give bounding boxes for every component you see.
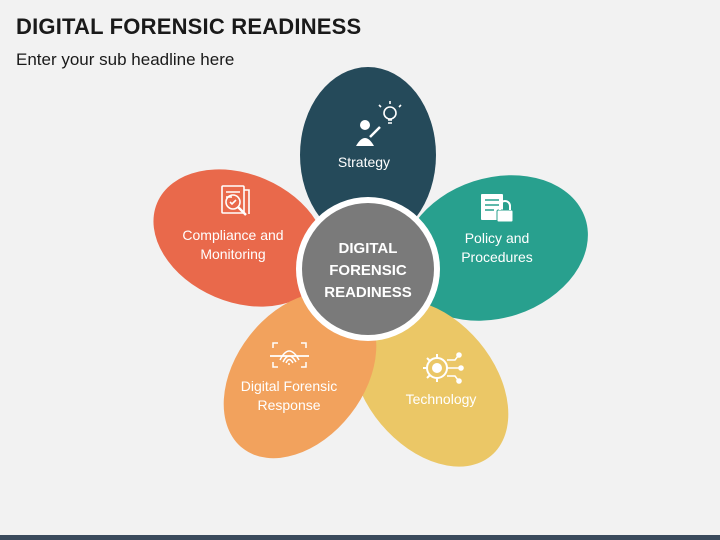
page-subtitle: Enter your sub headline here: [16, 50, 235, 69]
center-circle: [302, 203, 434, 335]
document-search-icon: [221, 185, 250, 216]
fingerprint-scan-icon: [270, 342, 309, 368]
page-title: DIGITAL FORENSIC READINESS: [16, 14, 362, 39]
center-label-line1: DIGITAL: [339, 240, 398, 257]
petal-strategy: [300, 67, 436, 243]
document-lock-icon: [481, 194, 514, 223]
petal-policy-shape: [402, 175, 588, 321]
petal-compliance-label-line2: Monitoring: [200, 246, 265, 262]
petal-strategy-label: Strategy: [338, 154, 390, 170]
gear-circuit-icon: [423, 352, 464, 384]
center-label-line2: FORENSIC: [329, 262, 407, 279]
center-label-line3: READINESS: [324, 284, 412, 301]
petal-technology-label: Technology: [406, 391, 477, 407]
petal-compliance-label-line1: Compliance and: [182, 227, 283, 243]
petal-strategy-shape: [300, 67, 436, 243]
petal-technology: [351, 299, 509, 467]
petal-policy-label-line1: Policy and: [465, 230, 530, 246]
petal-response-label-line2: Response: [257, 397, 320, 413]
petal-policy: [402, 175, 588, 321]
petal-response-label-line1: Digital Forensic: [241, 378, 337, 394]
person-idea-icon: [356, 101, 402, 146]
petal-compliance-shape: [153, 169, 327, 307]
petal-compliance: [153, 169, 327, 307]
petal-technology-shape: [351, 299, 509, 467]
petal-policy-label-line2: Procedures: [461, 249, 533, 265]
footer-bar: [0, 535, 720, 540]
